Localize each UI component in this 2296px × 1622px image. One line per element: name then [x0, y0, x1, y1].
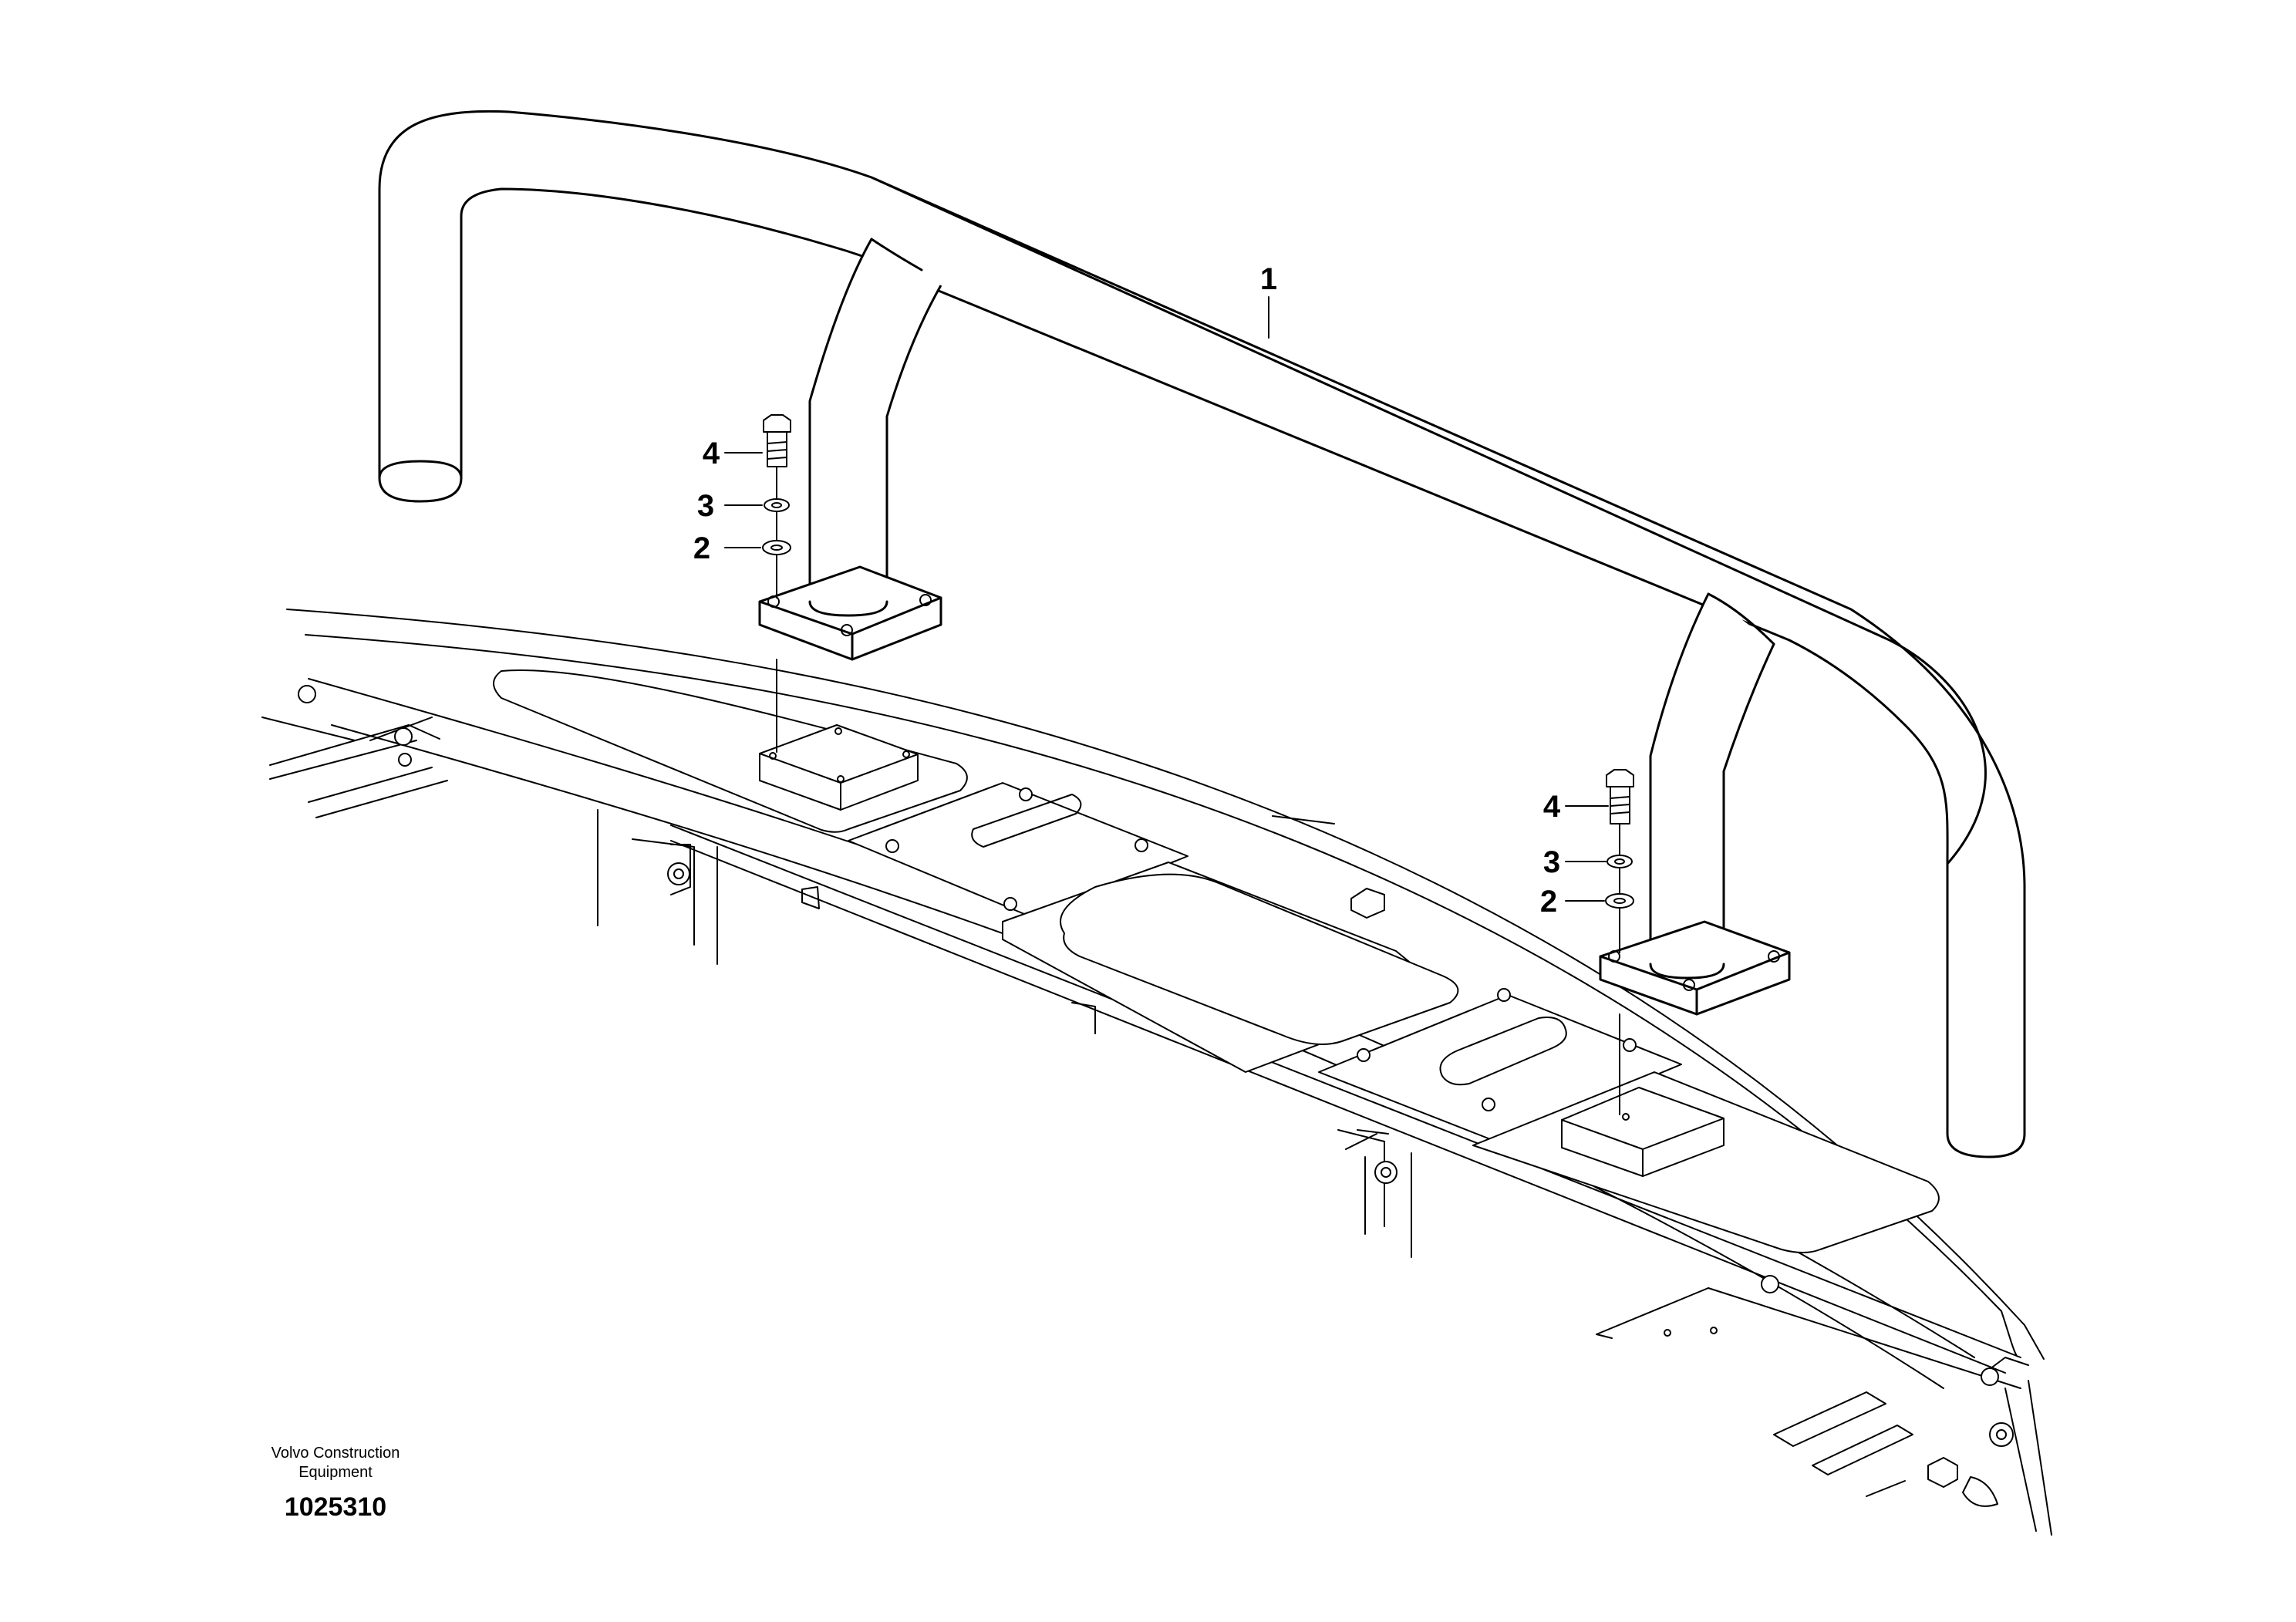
callout-right-2: 2: [1540, 885, 1557, 919]
roof-hatch-panel: [801, 782, 1459, 1150]
nut-icon: [1497, 988, 1511, 1002]
nut-icon: [1482, 1098, 1495, 1111]
callout-1-label: 1: [1260, 262, 1277, 296]
roof-panel-right: [1318, 988, 1940, 1253]
nut-icon: [1761, 1275, 1779, 1293]
callout-1: 1: [1260, 262, 1277, 339]
nut-icon: [1135, 838, 1148, 852]
nut-icon: [298, 685, 316, 703]
washer-icon: [764, 498, 790, 512]
callout-right-4: 4: [1543, 790, 1561, 824]
hardware-left: [762, 414, 791, 753]
nut-icon: [1003, 897, 1017, 911]
bolt-icon: [1606, 769, 1634, 787]
callouts-right: 4 3 2: [1540, 790, 1609, 919]
right-front-frame: [1337, 1129, 2052, 1536]
nut-icon: [394, 727, 413, 746]
nut-icon: [885, 839, 899, 853]
callout-right-3: 3: [1543, 845, 1560, 879]
brand-line-1: Volvo Construction: [271, 1445, 400, 1462]
callout-left-2: 2: [693, 531, 710, 565]
brand-line-2: Equipment: [298, 1464, 373, 1481]
callout-left-3: 3: [697, 489, 714, 523]
mounting-plate-left: [758, 565, 942, 661]
handrail: [378, 110, 2026, 1158]
washer-icon: [1605, 893, 1634, 909]
washer-icon: [1607, 855, 1633, 868]
nut-icon: [1019, 787, 1033, 801]
cab-roof: [261, 609, 2052, 1536]
document-number: 1025310: [285, 1492, 386, 1522]
bolt-icon: [763, 414, 791, 433]
hex-nut-icon: [1927, 1457, 1958, 1488]
washer-icon: [762, 540, 791, 555]
left-front-frame: [261, 685, 718, 965]
callout-left-4: 4: [703, 437, 720, 470]
mounting-plate-right: [1599, 920, 1791, 1016]
nut-icon: [1623, 1038, 1637, 1052]
nut-icon: [1981, 1367, 1999, 1386]
footer: Volvo Construction Equipment 1025310: [271, 1445, 400, 1522]
roof-panel-left: [493, 669, 968, 833]
hex-bolt-icon: [1350, 888, 1385, 919]
hardware-right: [1605, 769, 1634, 1115]
callouts-left: 4 3 2: [693, 437, 763, 565]
nut-icon: [398, 753, 412, 767]
nut-icon: [1357, 1048, 1371, 1062]
